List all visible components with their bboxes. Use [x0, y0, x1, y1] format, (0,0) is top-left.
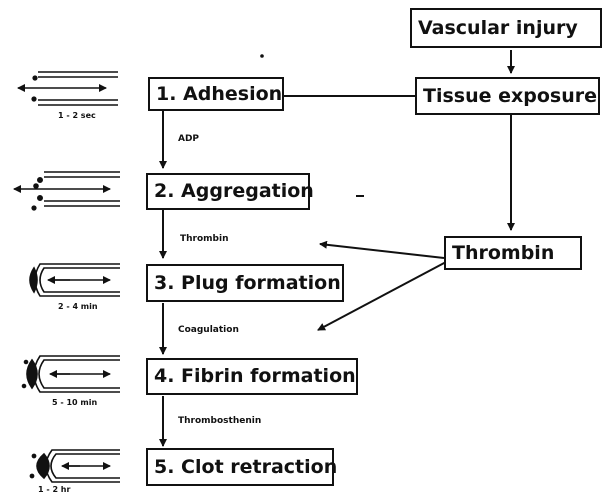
vascular-injury-label: Vascular injury [418, 19, 578, 38]
stray-mark [260, 54, 264, 58]
clot-retraction-label: 5. Clot retraction [154, 458, 337, 477]
timing-plug-formation: 2 - 4 min [58, 302, 98, 311]
fibrin-formation-box: 4. Fibrin formation [146, 358, 358, 395]
timing-adhesion: 1 - 2 sec [58, 111, 96, 120]
edge-label-thrombosthenin: Thrombosthenin [178, 416, 261, 426]
edge-label-coagulation: Coagulation [178, 325, 239, 335]
fibrin-formation-label: 4. Fibrin formation [154, 367, 356, 386]
platelet-icon-clot [30, 450, 120, 482]
thrombin-label: Thrombin [452, 244, 554, 263]
arrow-thrombin-to-thrombin-label [320, 244, 444, 258]
aggregation-box: 2. Aggregation [146, 173, 310, 210]
thrombin-box: Thrombin [444, 236, 582, 270]
platelet-icon-adhesion [18, 72, 118, 105]
edge-label-thrombin: Thrombin [180, 234, 228, 244]
vascular-injury-box: Vascular injury [410, 8, 602, 48]
clot-retraction-box: 5. Clot retraction [146, 448, 334, 486]
platelet-icon-aggregation [14, 172, 120, 210]
plug-formation-box: 3. Plug formation [146, 264, 344, 302]
platelet-icon-fibrin [23, 356, 121, 392]
adhesion-box: 1. Adhesion [148, 77, 284, 111]
tissue-exposure-box: Tissue exposure [415, 77, 600, 115]
timing-fibrin-formation: 5 - 10 min [52, 398, 97, 407]
edge-label-adp: ADP [178, 134, 199, 144]
tissue-exposure-label: Tissue exposure [423, 87, 597, 106]
platelet-icon-plug [30, 264, 120, 296]
timing-clot-retraction: 1 - 2 hr [38, 485, 70, 494]
plug-formation-label: 3. Plug formation [154, 274, 341, 293]
aggregation-label: 2. Aggregation [154, 182, 314, 201]
adhesion-label: 1. Adhesion [156, 85, 282, 104]
